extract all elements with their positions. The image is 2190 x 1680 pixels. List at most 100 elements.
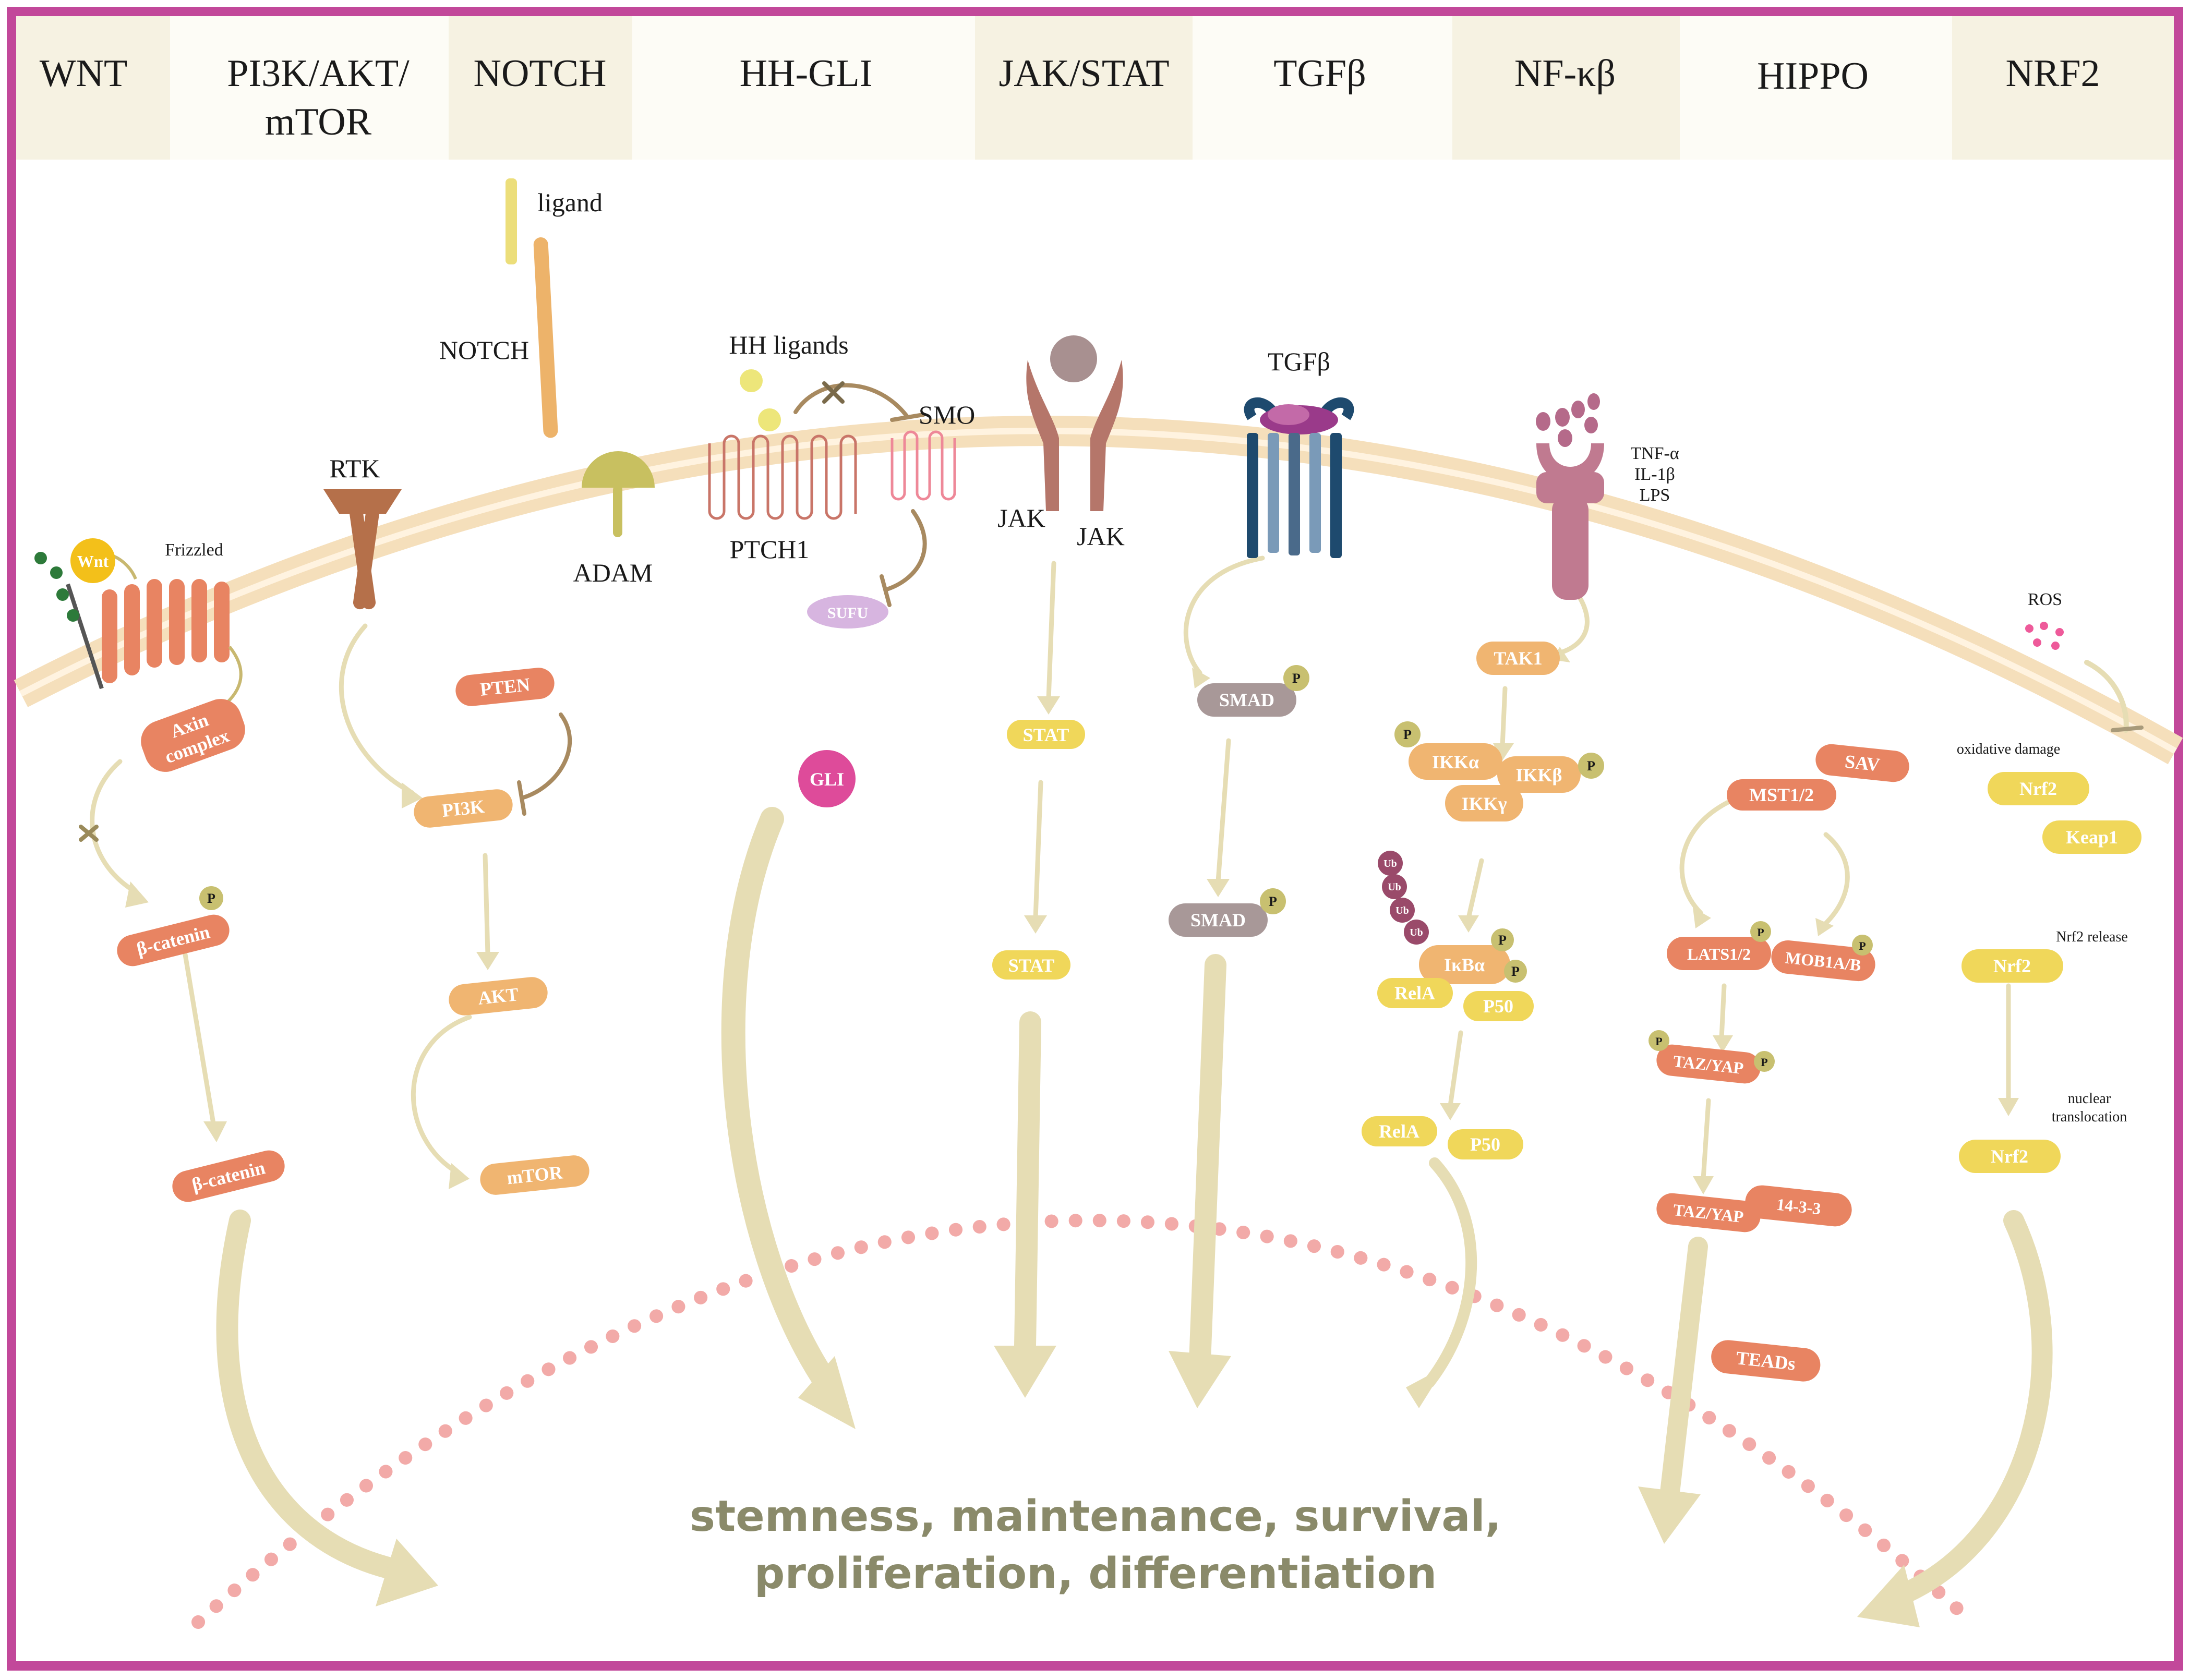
mst-node [1727, 779, 1836, 811]
frame-border [7, 7, 2183, 1671]
svg-text:P: P [1587, 758, 1595, 773]
svg-text:LATS1/2: LATS1/2 [1687, 945, 1751, 963]
smo-receptor [891, 430, 956, 501]
ptch1-label: PTCH1 [730, 535, 810, 564]
svg-text:SAV: SAV [1844, 751, 1881, 776]
rtk-label: RTK [330, 454, 380, 483]
outcome-line-1: stemness, maintenance, survival, [690, 1492, 1501, 1541]
svg-text:RelA: RelA [1379, 1121, 1419, 1142]
svg-text:SMAD: SMAD [1219, 690, 1274, 710]
svg-text:P50: P50 [1483, 996, 1513, 1017]
rela-p50-free: RelA P50 [1362, 1116, 1523, 1159]
svg-text:P: P [1655, 1035, 1662, 1048]
svg-text:P: P [1403, 727, 1412, 742]
notch-pathway: ligand NOTCH ADAM [439, 178, 655, 587]
svg-text:Ub: Ub [1383, 858, 1397, 869]
adam-protease [582, 451, 655, 537]
frizzled-label: Frizzled [165, 540, 223, 560]
il1-label: IL-1β [1634, 465, 1675, 484]
axin-complex: Axin complex [141, 699, 245, 772]
smad-node-1: SMAD P [1197, 665, 1309, 717]
adam-label: ADAM [573, 558, 653, 587]
notch-label: NOTCH [439, 335, 529, 365]
svg-text:IKKα: IKKα [1432, 752, 1479, 772]
nfkb-pathway: TNF-α IL-1β LPS TAK1 P IKKα IKKβ P IKKγ … [1362, 393, 1679, 1159]
translocation-label: translocation [2052, 1109, 2127, 1125]
jak-stat-pathway: JAK JAK STAT STAT [992, 335, 1125, 980]
ros-label: ROS [2028, 590, 2062, 609]
jak-left-label: JAK [997, 503, 1045, 533]
taz-yap-node-2: TAZ/YAP [1656, 1193, 1761, 1232]
frizzled-receptor [102, 579, 230, 683]
ubiquitin-chain: Ub Ub Ub Ub [1378, 851, 1429, 945]
svg-text:P50: P50 [1470, 1134, 1500, 1155]
hh-ligands-label: HH ligands [729, 330, 848, 359]
taz-yap-node-1: TAZ/YAP [1656, 1044, 1761, 1084]
cytokine-icon [1050, 335, 1097, 382]
svg-text:Nrf2: Nrf2 [2019, 778, 2057, 799]
svg-text:Nrf2: Nrf2 [1993, 956, 2031, 976]
svg-text:SMAD: SMAD [1190, 910, 1246, 930]
svg-text:Keap1: Keap1 [2066, 827, 2118, 848]
tnf-label: TNF-α [1630, 444, 1679, 463]
wnt-pathway: Wnt Frizzled Axin complex β-catenin P β-… [34, 538, 285, 1202]
header-nrf2: NRF2 [2006, 52, 2100, 95]
svg-text:P: P [1292, 671, 1301, 686]
pathway-header: WNT PI3K/AKT/ mTOR NOTCH HH-GLI JAK/STAT… [16, 16, 2174, 160]
svg-text:RelA: RelA [1394, 983, 1435, 1004]
lats-node: LATS1/2 P [1667, 921, 1771, 970]
header-notch: NOTCH [474, 52, 607, 95]
svg-text:STAT: STAT [1008, 955, 1055, 976]
svg-text:P: P [1859, 939, 1866, 952]
svg-text:PI3K: PI3K [441, 796, 486, 821]
pten-node: PTEN [455, 668, 555, 706]
smad-node-2: SMAD P [1169, 888, 1286, 937]
tgfb-pathway: TGFβ SMAD P SMAD P [1169, 347, 1354, 937]
teads-node: TEADs [1711, 1340, 1821, 1382]
lps-label: LPS [1640, 486, 1670, 505]
oxidative-damage-label: oxidative damage [1957, 741, 2060, 757]
svg-text:PTEN: PTEN [479, 674, 531, 700]
svg-text:Nrf2: Nrf2 [1991, 1146, 2028, 1167]
ptch1-receptor [708, 434, 857, 520]
svg-text:Ub: Ub [1395, 905, 1409, 916]
svg-text:P: P [1757, 926, 1764, 939]
stat-node-2 [992, 950, 1070, 980]
header-nfkb: NF-κβ [1514, 52, 1616, 95]
sufu-node [807, 595, 888, 629]
lrp-coreceptor [66, 583, 104, 690]
akt-node: AKT [449, 977, 548, 1016]
nrf2-node-1 [1988, 772, 2089, 805]
header-hippo: HIPPO [1757, 55, 1869, 98]
notch-receptor-bar [533, 237, 558, 438]
svg-text:IKKβ: IKKβ [1516, 765, 1562, 785]
14-3-3-node: 14-3-3 [1745, 1185, 1852, 1227]
svg-text:P: P [1269, 894, 1277, 909]
smo-label: SMO [919, 400, 975, 429]
svg-text:TAK1: TAK1 [1494, 648, 1542, 669]
gli-node [798, 750, 856, 807]
wnt-label: Wnt [77, 552, 109, 571]
wnt-glycan-icon [34, 552, 79, 622]
svg-text:Ub: Ub [1388, 881, 1401, 893]
hh-gli-pathway: HH ligands PTCH1 SMO SUFU GLI [708, 330, 975, 807]
header-hh-gli: HH-GLI [740, 52, 873, 95]
phospho-icon [199, 886, 223, 910]
svg-text:P: P [1761, 1056, 1767, 1069]
sav-node [1815, 744, 1909, 782]
svg-text:P: P [1511, 964, 1520, 979]
ligand-bar [506, 178, 517, 264]
header-jak-stat: JAK/STAT [998, 52, 1169, 95]
svg-text:Ub: Ub [1410, 927, 1423, 938]
nrf2-node-2 [1962, 949, 2063, 983]
pi3k-pathway: RTK PTEN PI3K AKT mTOR [323, 454, 589, 1195]
svg-text:SUFU: SUFU [827, 605, 868, 622]
nrf2-node-3 [1959, 1140, 2061, 1173]
nrf2-pathway: ROS oxidative damage Nrf2 Keap1 Nrf2 rel… [1957, 590, 2141, 1173]
ligand-label: ligand [537, 188, 603, 217]
nuclear-label: nuclear [2068, 1091, 2111, 1107]
nrf2-release-label: Nrf2 release [2056, 929, 2128, 945]
hippo-pathway: SAV MST1/2 LATS1/2 P MOB1A/B P TAZ/YAP P… [1648, 744, 1909, 1382]
tak1-node [1476, 642, 1560, 675]
